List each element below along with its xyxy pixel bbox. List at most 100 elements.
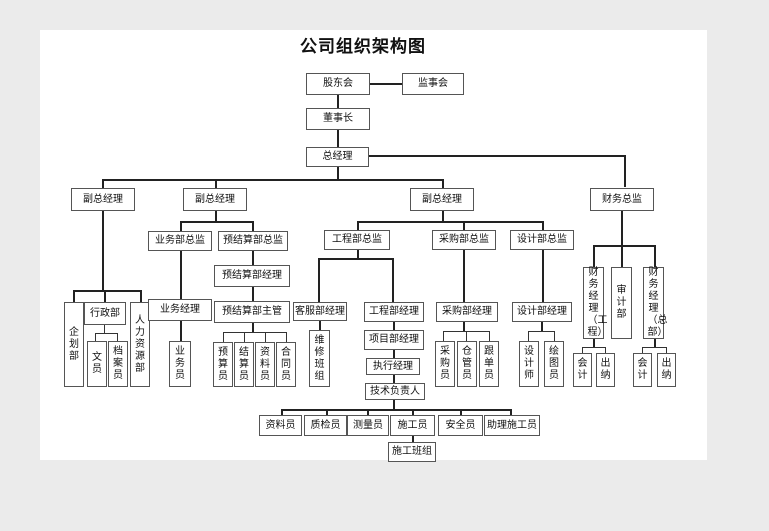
connector — [104, 325, 105, 333]
connector — [393, 400, 395, 410]
connector — [286, 332, 287, 342]
node-maintenance-team: 维修班组 — [309, 330, 330, 387]
connector — [252, 323, 254, 332]
connector — [582, 347, 583, 353]
node-design-director: 设计部总监 — [510, 230, 574, 250]
node-executive-manager: 执行经理 — [366, 358, 420, 375]
connector — [281, 409, 512, 411]
connector — [337, 167, 339, 180]
connector — [180, 221, 254, 223]
connector — [642, 347, 643, 353]
connector — [489, 331, 490, 341]
node-cfo: 财务总监 — [590, 188, 654, 211]
connector — [73, 290, 75, 302]
connector — [180, 251, 182, 299]
node-vice-gm-1: 副总经理 — [71, 188, 135, 211]
node-cashier-engineering: 出纳 — [596, 353, 615, 387]
node-quality-inspector: 质检员 — [304, 415, 347, 436]
connector — [252, 251, 254, 265]
connector — [357, 221, 544, 223]
connector — [393, 375, 395, 383]
connector — [654, 245, 656, 267]
node-warehouse-keeper: 仓管员 — [457, 341, 477, 387]
connector — [621, 245, 623, 267]
chart-title: 公司组织架构图 — [300, 37, 426, 57]
connector — [466, 331, 467, 341]
node-project-manager: 项目部经理 — [364, 330, 424, 350]
connector — [281, 409, 283, 415]
connector — [117, 333, 118, 341]
connector — [318, 258, 320, 302]
connector — [542, 250, 544, 302]
connector — [393, 322, 395, 330]
connector — [528, 331, 555, 332]
connector — [582, 347, 606, 348]
connector — [412, 436, 414, 442]
connector — [367, 409, 369, 415]
node-archivist: 档案员 — [108, 341, 128, 387]
connector — [357, 250, 359, 259]
connector — [104, 290, 106, 302]
connector — [442, 211, 444, 222]
node-business-staff: 业务员 — [169, 341, 191, 387]
connector — [443, 331, 444, 341]
connector — [624, 155, 626, 187]
connector — [554, 331, 555, 341]
connector — [463, 221, 465, 230]
node-contract-staff: 合同员 — [276, 342, 296, 387]
node-construction-team: 施工班组 — [388, 442, 436, 462]
node-document-staff: 资料员 — [255, 342, 275, 387]
node-buyer: 采购员 — [435, 341, 455, 387]
connector — [460, 409, 462, 415]
connector — [412, 409, 414, 415]
node-clerk: 文员 — [87, 341, 107, 387]
node-drafter: 绘图员 — [544, 341, 564, 387]
connector — [369, 155, 625, 157]
connector — [541, 322, 543, 331]
node-business-manager: 业务经理 — [148, 299, 212, 321]
node-assistant-builder: 助理施工员 — [484, 415, 540, 436]
connector — [140, 290, 142, 302]
connector — [180, 321, 182, 341]
connector — [102, 179, 104, 188]
node-supervisors: 监事会 — [402, 73, 464, 95]
connector — [337, 95, 339, 108]
connector — [95, 333, 96, 341]
node-business-director: 业务部总监 — [148, 231, 212, 251]
node-materials-clerk: 资料员 — [259, 415, 302, 436]
node-builder: 施工员 — [390, 415, 435, 436]
node-budget-supervisor: 预结算部主管 — [214, 301, 290, 323]
connector — [180, 221, 182, 231]
node-purchase-director: 采购部总监 — [432, 230, 496, 250]
node-admin-dept: 行政部 — [84, 302, 126, 325]
connector — [542, 221, 544, 230]
node-finance-manager-engineering: 财务经理（工程） — [583, 267, 608, 339]
connector — [102, 179, 444, 181]
connector — [215, 179, 217, 188]
node-expediter: 跟单员 — [479, 341, 499, 387]
connector — [319, 321, 321, 330]
node-chairman: 董事长 — [306, 108, 370, 130]
node-technical-lead: 技术负责人 — [365, 383, 425, 400]
connector — [337, 130, 339, 147]
connector — [605, 347, 606, 353]
node-designer: 设计师 — [519, 341, 539, 387]
node-customer-service-manager: 客服部经理 — [293, 302, 347, 321]
connector — [463, 322, 465, 331]
connector — [666, 347, 667, 353]
node-planning-dept: 企划部 — [64, 302, 84, 387]
connector — [95, 333, 118, 334]
connector — [442, 179, 444, 188]
connector — [215, 211, 217, 222]
node-accountant-hq: 会计 — [633, 353, 652, 387]
connector — [244, 332, 245, 342]
connector — [223, 332, 287, 333]
node-purchase-manager: 采购部经理 — [436, 302, 498, 322]
node-audit-dept: 审计部 — [611, 267, 632, 339]
connector — [252, 287, 254, 301]
connector — [642, 347, 667, 348]
node-hr-dept: 人力资源部 — [130, 302, 150, 387]
node-vice-gm-2: 副总经理 — [183, 188, 247, 211]
node-accountant-engineering: 会计 — [573, 353, 592, 387]
node-safety-officer: 安全员 — [438, 415, 483, 436]
